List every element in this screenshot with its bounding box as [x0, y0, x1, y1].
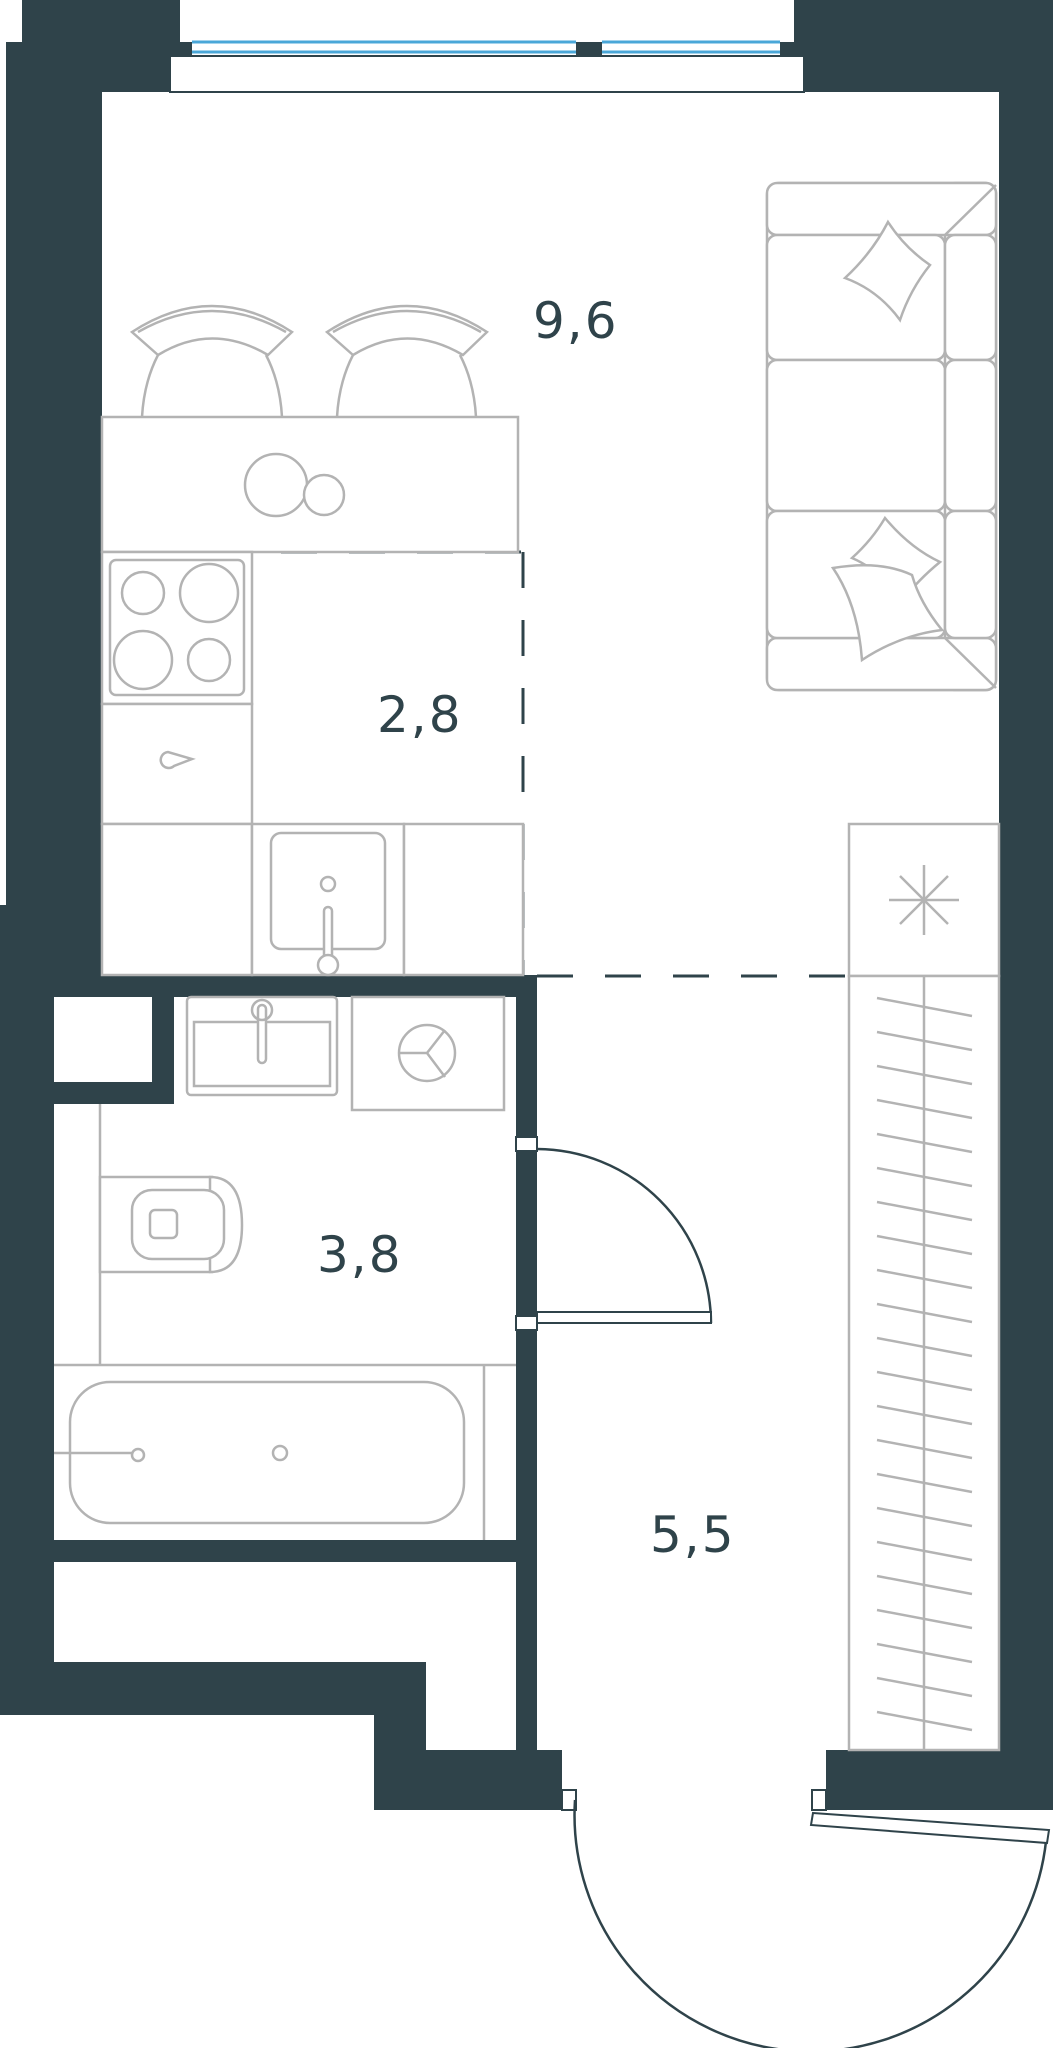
burner-1: [120, 570, 166, 616]
burner-2: [178, 562, 240, 624]
hanger: [876, 1506, 973, 1528]
hanger: [876, 1132, 973, 1154]
bowl-small: [302, 473, 346, 517]
basin-faucet-knob: [250, 998, 274, 1022]
bathroom-area-label: 3,8: [317, 1226, 403, 1284]
chair-left: [129, 304, 295, 418]
toilet-button: [148, 1208, 179, 1240]
hanger: [876, 1540, 973, 1562]
cushion-bottom-2: [830, 564, 945, 663]
kitchen-furniture: [100, 304, 525, 977]
hanger: [876, 1166, 973, 1188]
shower-head: [130, 1447, 146, 1463]
hanger: [876, 1472, 973, 1494]
wall-bath-right-top: [516, 997, 537, 1137]
burner-4: [186, 637, 232, 683]
wall-kitchen-bath: [0, 975, 537, 997]
sofa-back-3: [943, 509, 998, 640]
sofa-seat-1: [765, 233, 947, 362]
sofa-seat-2: [765, 358, 947, 513]
bathroom-door-swing: [536, 1147, 713, 1324]
hall-wardrobe: [847, 822, 1001, 1752]
sofa-arm-top: [765, 181, 998, 237]
room-labels: 9,6 2,8 3,8 5,5: [317, 292, 736, 1564]
wall-closet: [54, 997, 174, 1104]
wall-bath-bottom: [54, 1540, 516, 1562]
basin-faucet: [256, 1003, 268, 1065]
cabinet-right: [402, 822, 525, 977]
hanger: [876, 1710, 973, 1732]
hanger: [876, 996, 973, 1018]
hanger: [876, 1438, 973, 1460]
bathtub-drain: [271, 1444, 289, 1462]
wall-bath-right-bottom: [516, 1330, 537, 1750]
window: [169, 40, 805, 93]
cushion-top: [842, 219, 932, 323]
hanger: [876, 1574, 973, 1596]
hanger: [876, 1030, 973, 1052]
walls: [0, 0, 1053, 1810]
burner-3: [112, 629, 174, 691]
living-area-label: 9,6: [533, 292, 619, 350]
sofa: [765, 181, 998, 692]
entrance-door-leaf: [809, 1811, 1051, 1845]
cabinet-left: [100, 822, 254, 977]
hanger: [876, 1404, 973, 1426]
kitchen-area-label: 2,8: [377, 686, 463, 744]
oven-knob: [159, 750, 196, 770]
hanger: [876, 1234, 973, 1256]
bathroom-fixtures: [54, 995, 516, 1540]
hanger: [876, 1302, 973, 1324]
window-mullion: [576, 42, 602, 56]
hanger: [876, 1098, 973, 1120]
ventilation-icon: [889, 865, 959, 935]
hanger: [876, 1064, 973, 1086]
hanger: [876, 1370, 973, 1392]
hanger: [876, 1268, 973, 1290]
wall-top-right: [780, 0, 1053, 1810]
hallway-area-label: 5,5: [650, 1506, 736, 1564]
sofa-back-2: [943, 358, 998, 513]
hanger: [876, 1676, 973, 1698]
hanger: [876, 1608, 973, 1630]
bowl-large: [243, 452, 309, 518]
hangers: [876, 996, 973, 1732]
chair-right: [324, 304, 490, 418]
sink-drain: [319, 875, 337, 893]
faucet-base: [316, 953, 340, 977]
entrance-door-swing: [573, 1799, 1049, 2048]
wall-top-left: [0, 0, 192, 985]
sofa-back-1: [943, 233, 998, 362]
hanger: [876, 1336, 973, 1358]
bathroom-door-leaf: [536, 1311, 712, 1324]
hanger: [876, 1642, 973, 1664]
doors: [515, 1136, 1051, 2048]
hanger: [876, 1200, 973, 1222]
